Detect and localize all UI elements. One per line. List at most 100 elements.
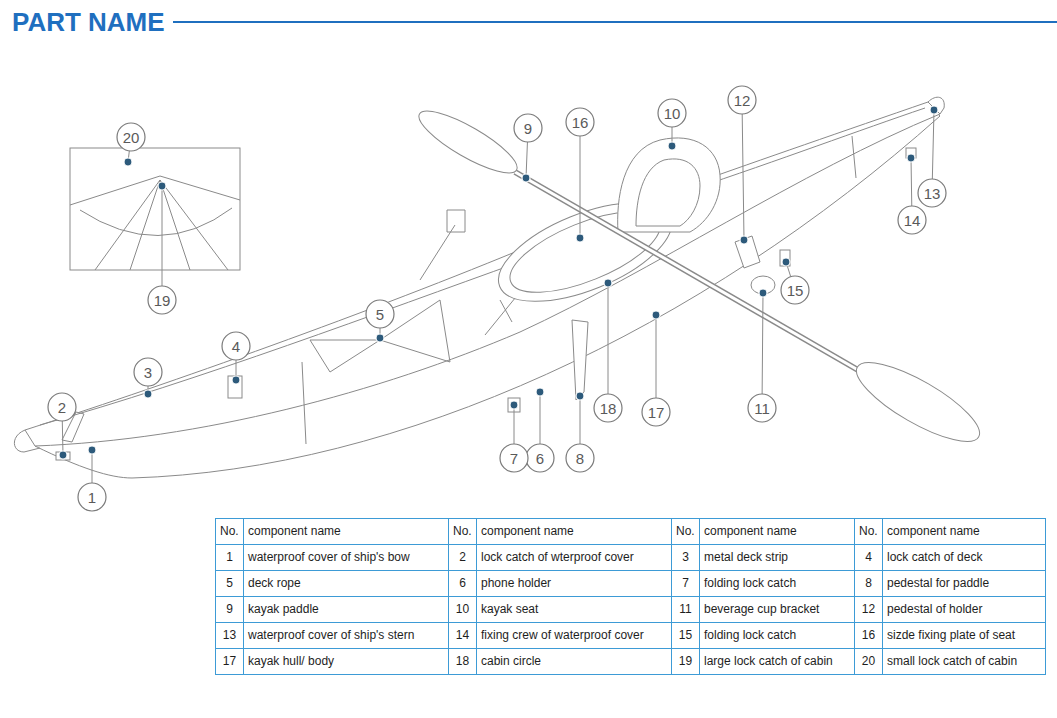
part-dot [740,236,748,244]
part-dot [576,392,584,400]
table-number: 1 [215,544,244,571]
leader [124,151,132,166]
callout-circle [748,394,776,422]
leader [782,258,791,277]
part-dot [759,289,767,297]
callout-number: 12 [728,86,756,114]
callout-number: 9 [514,114,542,142]
table-name: cabin circle [476,648,672,675]
leader [376,328,384,342]
leader-line [762,293,764,394]
hull-seam [302,362,306,444]
hull-seam [852,136,856,178]
callout-number: 14 [898,206,926,234]
table-name: beverage cup bracket [699,596,855,623]
table-name: phone holder [476,570,672,597]
table-number: No. [215,518,244,545]
table-number: 16 [854,622,883,649]
table-number: 4 [854,544,883,571]
table-number: 8 [854,570,883,597]
callout-number: 19 [148,286,176,314]
callout-circle [658,99,686,127]
table-number: No. [671,518,700,545]
deck-strip [690,108,925,190]
callout-circle [728,86,756,114]
table-name: kayak paddle [243,596,449,623]
leader [158,182,166,286]
table-name: deck rope [243,570,449,597]
leader [604,279,612,394]
callout-circle [594,394,622,422]
callout-circle [898,206,926,234]
table-number: 15 [671,622,700,649]
paddle-shaft-inner [515,172,858,370]
leader [522,142,530,182]
table-number: 12 [854,596,883,623]
table-name: waterproof cover of ship's bow [243,544,449,571]
table-number: 18 [448,648,477,675]
leader-line [656,315,657,398]
table-number: 14 [448,622,477,649]
callout-circle [134,358,162,386]
callout-number: 15 [781,276,809,304]
callout-circles [48,86,946,511]
inset-frame [70,148,240,270]
part-dot [124,158,132,166]
leader-line [932,110,934,179]
kayak-deck [25,102,940,446]
table-number: 2 [448,544,477,571]
callout-circle [642,398,670,426]
table-name: folding lock catch [699,622,855,649]
table-number: No. [448,518,477,545]
callout-circle [514,114,542,142]
table-name: component name [243,518,449,545]
table-name: fixing crew of waterproof cover [476,622,672,649]
leader-line [540,392,541,444]
leader [907,154,915,206]
callout-circle [222,332,250,360]
leader-line [580,396,581,444]
leader-line [526,142,527,178]
table-number: 20 [854,648,883,675]
table-name: sizde fixing plate of seat [882,622,1046,649]
callout-circle [500,444,528,472]
table-number: 5 [215,570,244,597]
stern-handle [928,97,944,114]
paddle-pedestal [572,320,588,400]
leader [536,388,544,444]
leader [930,106,938,179]
table-name: component name [476,518,672,545]
leader-line [608,283,609,394]
callout-number: 6 [526,444,554,472]
leader [576,136,584,242]
part-dot [144,390,152,398]
callout-circle [566,108,594,136]
inset-cabin [80,208,232,236]
part-dot [88,446,96,454]
callout-number: 18 [594,394,622,422]
callout-number: 2 [48,393,76,421]
leader-line [92,450,93,483]
leader [144,386,152,398]
table-number: 11 [671,596,700,623]
seat-cushion [636,159,700,226]
table-name: component name [882,518,1046,545]
leader-line [514,405,515,444]
table-name: lock catch of wterproof cover [476,544,672,571]
callout-circle [78,483,106,511]
part-dot [158,182,166,190]
part-dot [604,279,612,287]
table-name: kayak hull/ body [243,648,449,675]
table-name: kayak seat [476,596,672,623]
table-name: component name [699,518,855,545]
kayak-drawing [14,97,989,478]
callout-circle [117,123,145,151]
title-rule [173,21,1057,23]
leader-line [742,114,744,240]
callout-number: 16 [566,108,594,136]
callout-circle [366,300,394,328]
leader-line [62,421,64,455]
part-dot [536,388,544,396]
callout-number: 7 [500,444,528,472]
part-dot [576,234,584,242]
